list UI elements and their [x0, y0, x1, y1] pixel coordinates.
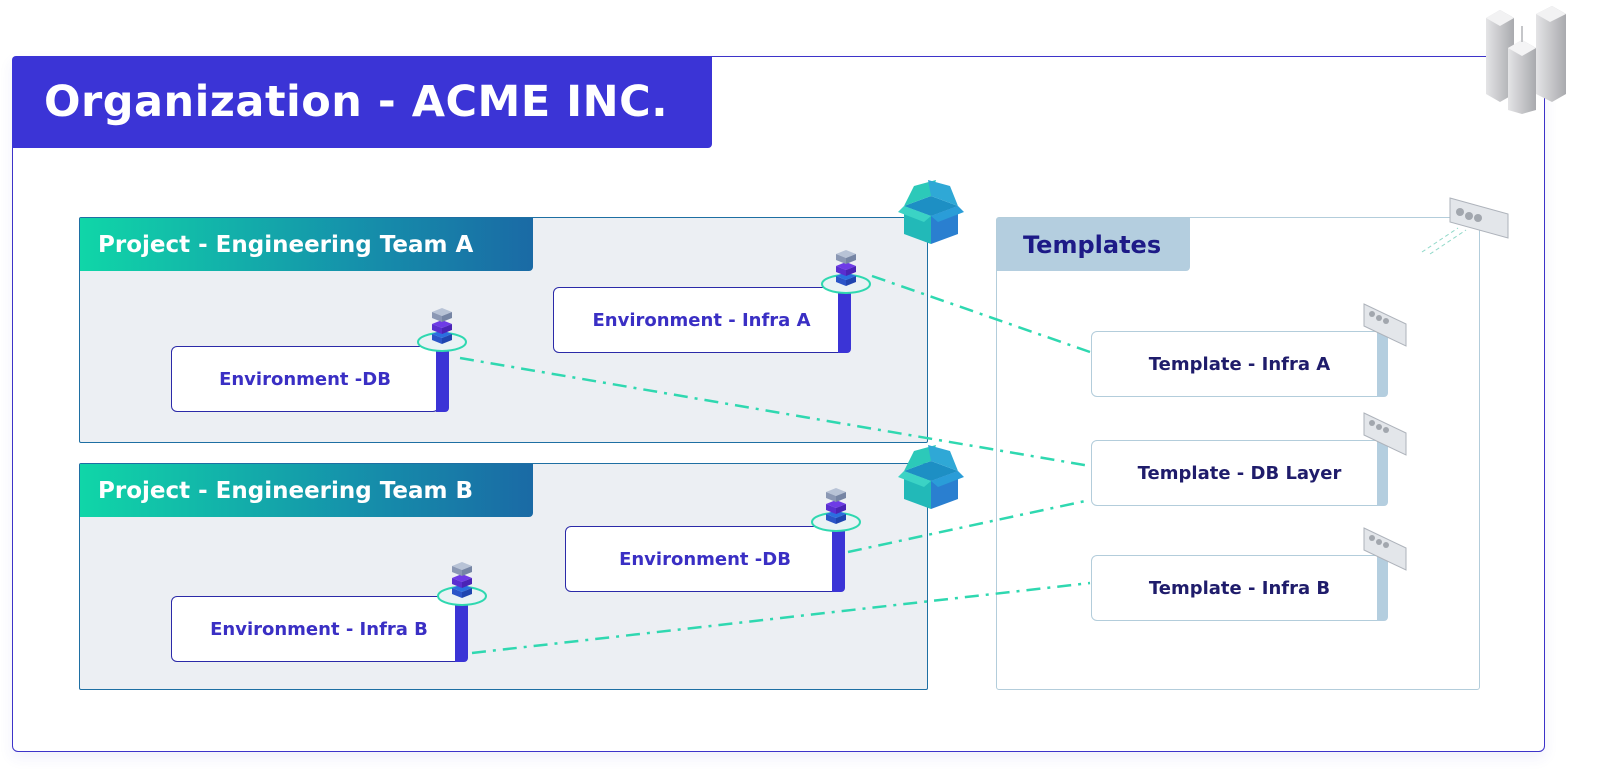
server-panel-icon [1421, 197, 1509, 255]
template-post [1377, 435, 1388, 506]
buildings-icon [1486, 6, 1566, 114]
environment-label: Environment - Infra B [210, 618, 428, 640]
server-panel-icon [1363, 303, 1407, 347]
template-infra-b[interactable]: Template - Infra B [1091, 555, 1388, 621]
environment-infra-b[interactable]: Environment - Infra B [171, 596, 467, 662]
project-title: Project - Engineering Team B [80, 464, 533, 517]
environment-db-team-a[interactable]: Environment -DB [171, 346, 439, 412]
project-title: Project - Engineering Team A [80, 218, 533, 271]
template-infra-a[interactable]: Template - Infra A [1091, 331, 1388, 397]
templates-title: Templates [997, 218, 1190, 271]
stacked-layers-icon [437, 562, 487, 606]
template-post [1377, 550, 1388, 621]
environment-label: Environment - Infra A [592, 309, 811, 331]
environment-db-team-b[interactable]: Environment -DB [565, 526, 845, 592]
stacked-layers-icon [821, 250, 871, 294]
organization-title: Organization - ACME INC. [12, 56, 712, 148]
template-label: Template - Infra B [1148, 577, 1331, 599]
stacked-layers-icon [811, 488, 861, 532]
environment-post [436, 340, 449, 412]
template-db-layer[interactable]: Template - DB Layer [1091, 440, 1388, 506]
environment-post [455, 592, 468, 662]
open-box-icon [898, 445, 964, 509]
template-post [1377, 326, 1388, 397]
template-label: Template - DB Layer [1137, 462, 1342, 484]
open-box-icon [898, 180, 964, 244]
stacked-layers-icon [417, 308, 467, 352]
environment-infra-a[interactable]: Environment - Infra A [553, 287, 850, 353]
server-panel-icon [1363, 527, 1407, 571]
environment-post [832, 520, 845, 592]
environment-label: Environment -DB [219, 368, 391, 390]
template-label: Template - Infra A [1148, 353, 1331, 375]
server-panel-icon [1363, 412, 1407, 456]
environment-label: Environment -DB [619, 548, 791, 570]
environment-post [838, 282, 851, 353]
